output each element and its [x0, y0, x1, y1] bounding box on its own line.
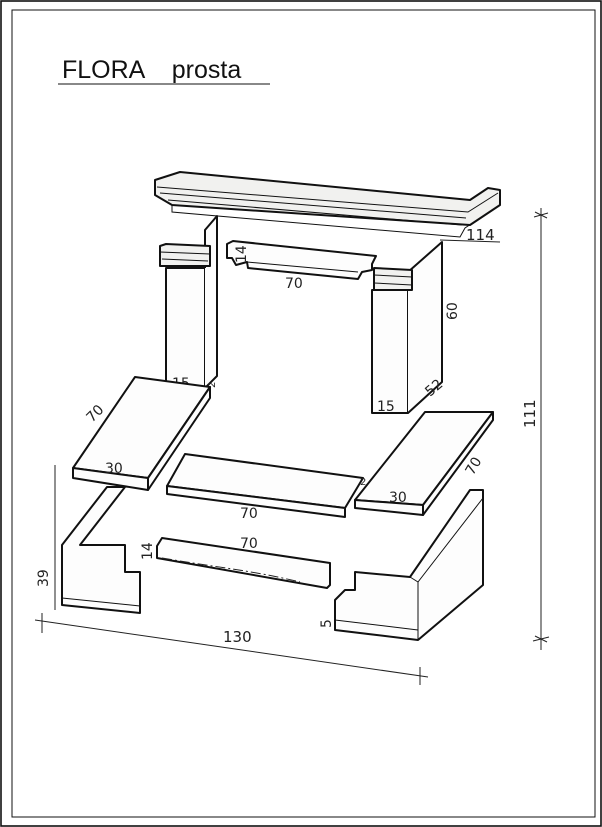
right-post-width-label: 15: [377, 399, 395, 415]
base-height-label: 39: [36, 569, 52, 587]
cornice-depth-label: 114: [466, 226, 495, 244]
right-slab-width-label: 30: [389, 490, 407, 506]
left-post: [159, 215, 218, 389]
left-slab-width-label: 30: [105, 461, 123, 477]
right-post-height-label: 60: [445, 302, 461, 320]
base-right: [334, 489, 484, 641]
right-post: [371, 241, 443, 414]
base-bar: [156, 537, 331, 589]
center-slab-length-label: 70: [240, 506, 258, 522]
total-height-dim: [532, 208, 550, 650]
right-slab: [354, 411, 494, 516]
drawing-title: FLORA prosta: [62, 56, 241, 84]
cornice: [154, 171, 501, 238]
base-bar-length-label: 70: [240, 536, 258, 552]
total-height-label: 111: [521, 399, 539, 428]
total-width-dim: [34, 613, 429, 685]
base-bar-height-label: 14: [140, 542, 156, 560]
top-bar: [226, 240, 377, 280]
base-step-label: 5: [319, 619, 335, 628]
cornice-depth-dim: [439, 239, 501, 243]
center-slab-mark-label: 2: [360, 477, 366, 488]
top-bar-height-label: 14: [234, 245, 250, 263]
left-slab: [72, 376, 211, 491]
total-width-label: 130: [223, 628, 252, 646]
inner-frame: [11, 9, 596, 818]
center-slab: [166, 453, 364, 518]
top-bar-length-label: 70: [285, 276, 303, 292]
right-slab-length-label: 70: [463, 455, 486, 478]
left-post-mark-label: 2: [207, 382, 218, 388]
base-left: [61, 486, 141, 614]
